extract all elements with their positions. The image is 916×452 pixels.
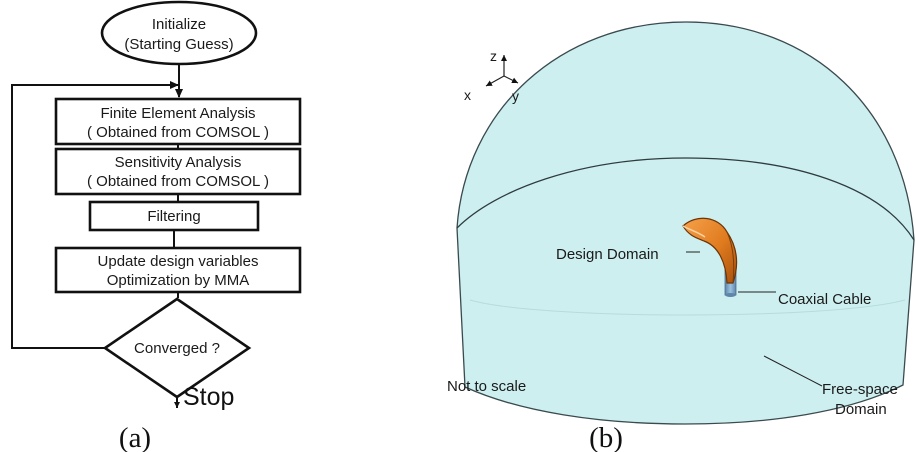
z-axis-label: z — [490, 48, 497, 64]
flowchart-step-sensitivity: Sensitivity Analysis ( Obtained from COM… — [54, 147, 302, 196]
free-space-label-line-2: Domain — [835, 401, 887, 418]
decision-label: Converged ? — [134, 340, 220, 357]
flowchart-start-node: Initialize (Starting Guess) — [100, 0, 258, 66]
free-space-label-line-1: Free-space — [822, 381, 898, 398]
dome-illustration: Design Domain Coaxial Cable Not to scale… — [447, 21, 915, 452]
step-sensitivity-line-2: ( Obtained from COMSOL ) — [87, 173, 269, 190]
design-domain-label: Design Domain — [556, 246, 659, 263]
y-axis-label: y — [512, 88, 519, 104]
dome-base-edge — [456, 157, 915, 241]
step-update-line-2: Optimization by MMA — [107, 272, 250, 289]
step-filtering-label: Filtering — [147, 208, 200, 225]
flowchart-step-update: Update design variables Optimization by … — [54, 246, 302, 294]
coordinate-axes: z x y — [464, 48, 519, 104]
coaxial-cable-label: Coaxial Cable — [778, 291, 871, 308]
start-line-1: Initialize — [152, 16, 206, 33]
x-axis-label: x — [464, 87, 471, 103]
flowchart: Initialize (Starting Guess) Finite Eleme… — [11, 0, 302, 452]
loop-back-arrow — [11, 81, 179, 349]
step-fea-line-2: ( Obtained from COMSOL ) — [87, 124, 269, 141]
start-line-2: (Starting Guess) — [124, 36, 233, 53]
step-sensitivity-line-1: Sensitivity Analysis — [115, 154, 242, 171]
design-domain-patch — [682, 217, 738, 284]
panel-b-label: (b) — [589, 422, 623, 452]
step-fea-line-1: Finite Element Analysis — [100, 105, 255, 122]
flowchart-step-filtering: Filtering — [88, 200, 260, 232]
stop-label: Stop — [183, 383, 234, 411]
flowchart-step-fea: Finite Element Analysis ( Obtained from … — [54, 97, 302, 146]
panel-a-label: (a) — [119, 422, 151, 452]
free-space-leader — [763, 355, 823, 387]
dome-facet-line — [469, 299, 906, 316]
step-update-line-1: Update design variables — [98, 253, 259, 270]
not-to-scale-label: Not to scale — [447, 378, 526, 395]
free-space-dome — [456, 21, 915, 425]
